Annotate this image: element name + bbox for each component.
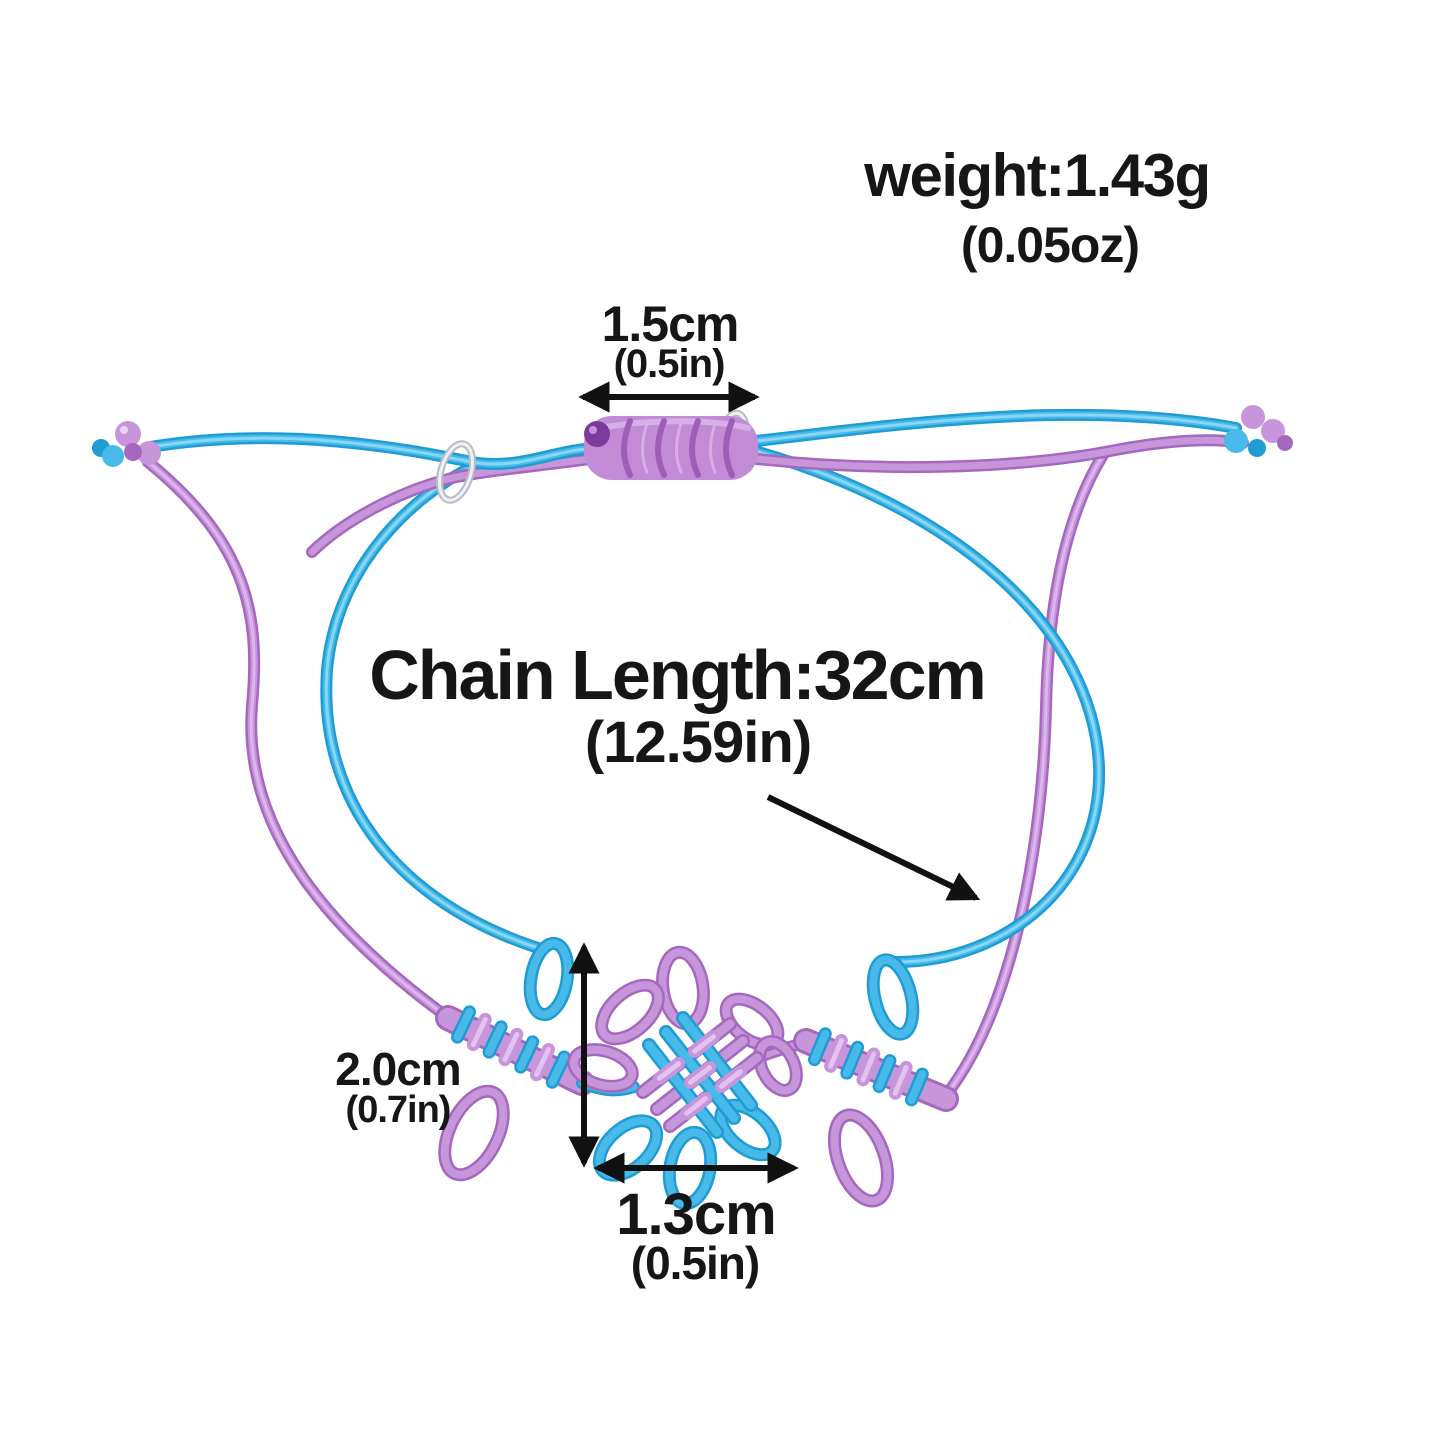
jump-ring-left: [436, 440, 476, 504]
weight-label: weight:1.43g: [864, 142, 1211, 209]
slider-end-bead: [584, 421, 610, 447]
end-knot-left: [92, 421, 161, 467]
clasp-width-label: 1.5cm: [601, 296, 740, 352]
knot-width-label: 1.3cm: [616, 1182, 776, 1247]
chain-length-label-imperial: (12.59in): [584, 710, 812, 775]
arrow-chain-length-pointer: [766, 794, 981, 901]
knot-height-label: 2.0cm: [335, 1043, 461, 1095]
slider-barrel-knot: [584, 416, 758, 480]
knot-width-label-imperial: (0.5in): [630, 1237, 760, 1289]
end-knot-right: [1224, 405, 1293, 457]
chinese-knot-left: [435, 936, 595, 1182]
clasp-width-label-imperial: (0.5in): [613, 342, 726, 386]
knot-height-label-imperial: (0.7in): [345, 1089, 452, 1131]
weight-label-imperial: (0.05oz): [960, 217, 1140, 273]
chinese-knot-right: [793, 953, 959, 1208]
chain-length-label: Chain Length:32cm: [369, 636, 987, 714]
cord-loop-left: [148, 462, 541, 1019]
